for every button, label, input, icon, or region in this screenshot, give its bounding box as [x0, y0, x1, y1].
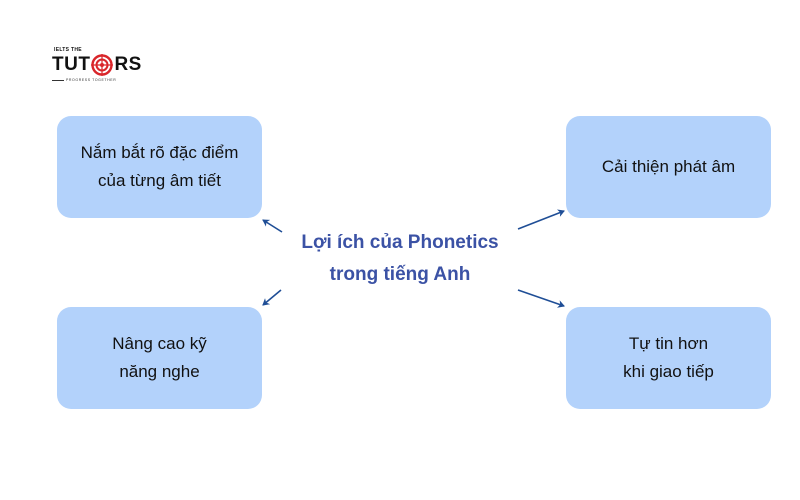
benefit-box-syllables: Nắm bắt rõ đặc điểm của từng âm tiết [57, 116, 262, 218]
benefit-text-pronunciation: Cải thiện phát âm [601, 157, 736, 176]
benefit-text-confidence: Tự tin hơn khi giao tiếp [623, 334, 714, 381]
logo-wordmark-left: TUT [52, 54, 91, 75]
center-title-line-2: trong tiếng Anh [329, 264, 471, 285]
benefit-box-confidence: Tự tin hơn khi giao tiếp [566, 307, 771, 409]
benefit-box-listening: Nâng cao kỹ năng nghe [57, 307, 262, 409]
logo-small-text: IELTS THE [54, 47, 82, 53]
logo: IELTS THE TUT RS PROGRESS TOGETHER [48, 44, 148, 86]
center-title-line-1: Lợi ích của Phonetics [301, 232, 499, 253]
arrow-to-bottom-left [262, 289, 282, 306]
benefit-text-listening: Nâng cao kỹ năng nghe [112, 334, 207, 381]
benefit-box-pronunciation: Cải thiện phát âm [566, 116, 771, 218]
logo-divider [52, 80, 64, 81]
logo-wordmark: TUT RS [52, 54, 142, 76]
arrow-to-bottom-right [517, 289, 565, 308]
logo-wordmark-right: RS [114, 54, 142, 75]
center-title: Lợi ích của Phonetics trong tiếng Anh [270, 227, 530, 291]
target-icon [91, 54, 114, 76]
benefit-text-syllables: Nắm bắt rõ đặc điểm của từng âm tiết [80, 143, 239, 190]
logo-tagline: PROGRESS TOGETHER [66, 78, 117, 82]
